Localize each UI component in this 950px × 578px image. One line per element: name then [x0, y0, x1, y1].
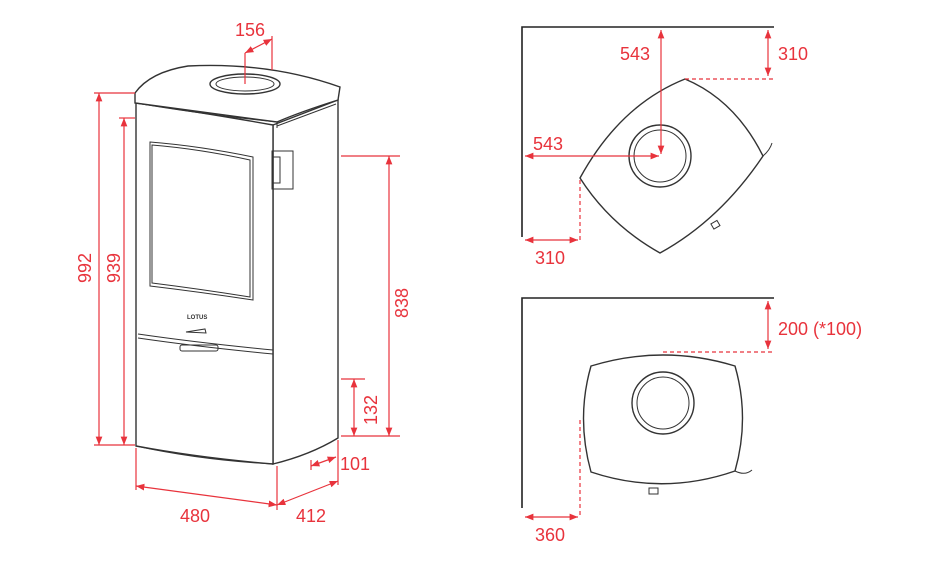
dim-label-wall-to-center-horizontal: 543	[533, 134, 563, 154]
door-divider	[137, 333, 274, 355]
handle-tab	[710, 219, 721, 230]
air-slider	[185, 328, 207, 334]
dim-label-side-clearance: 310	[535, 248, 565, 268]
brand-logo: LOTUS	[187, 315, 207, 321]
lid-edge	[135, 102, 337, 128]
wall-installation-plan: 200 (*100) 360	[521, 297, 862, 545]
stove-front-view: LOTUS 156 992 939 838 132 101	[75, 20, 412, 526]
hook-icon	[734, 469, 753, 474]
flue-ring-outer	[631, 371, 695, 435]
stove-side-panel	[272, 98, 339, 465]
dim-label-wall-to-center-vertical: 543	[620, 44, 650, 64]
door-handle[interactable]	[179, 344, 219, 352]
dim-label-flue-offset: 156	[235, 20, 265, 40]
rear-wall	[521, 297, 774, 508]
dim-line-412	[276, 480, 339, 506]
dim-label-rear-flue-height: 838	[392, 288, 412, 318]
flue-ring-inner	[636, 376, 690, 430]
dim-label-total-height: 992	[75, 253, 95, 283]
dim-label-side-clearance: 360	[535, 525, 565, 545]
dim-label-rear-clearance: 200 (*100)	[778, 319, 862, 339]
door-glass	[149, 141, 254, 301]
corner-installation-plan: 543 543 310 310	[521, 26, 808, 268]
dim-label-depth: 412	[296, 506, 326, 526]
door-glass-inner	[151, 144, 251, 298]
dim-label-air-inlet-height: 132	[361, 395, 381, 425]
dim-line-101	[310, 456, 337, 467]
corner-wall	[521, 26, 774, 237]
side-handle-inner	[271, 156, 281, 184]
dim-line-480	[135, 483, 278, 508]
dim-label-air-inlet-offset: 101	[340, 454, 370, 474]
dim-label-width: 480	[180, 506, 210, 526]
dim-label-rear-clearance: 310	[778, 44, 808, 64]
handle-tab	[648, 487, 659, 495]
base-edge	[135, 445, 274, 465]
dim-line-156	[244, 38, 273, 54]
hook-icon	[762, 142, 773, 157]
dim-label-door-height: 939	[104, 253, 124, 283]
